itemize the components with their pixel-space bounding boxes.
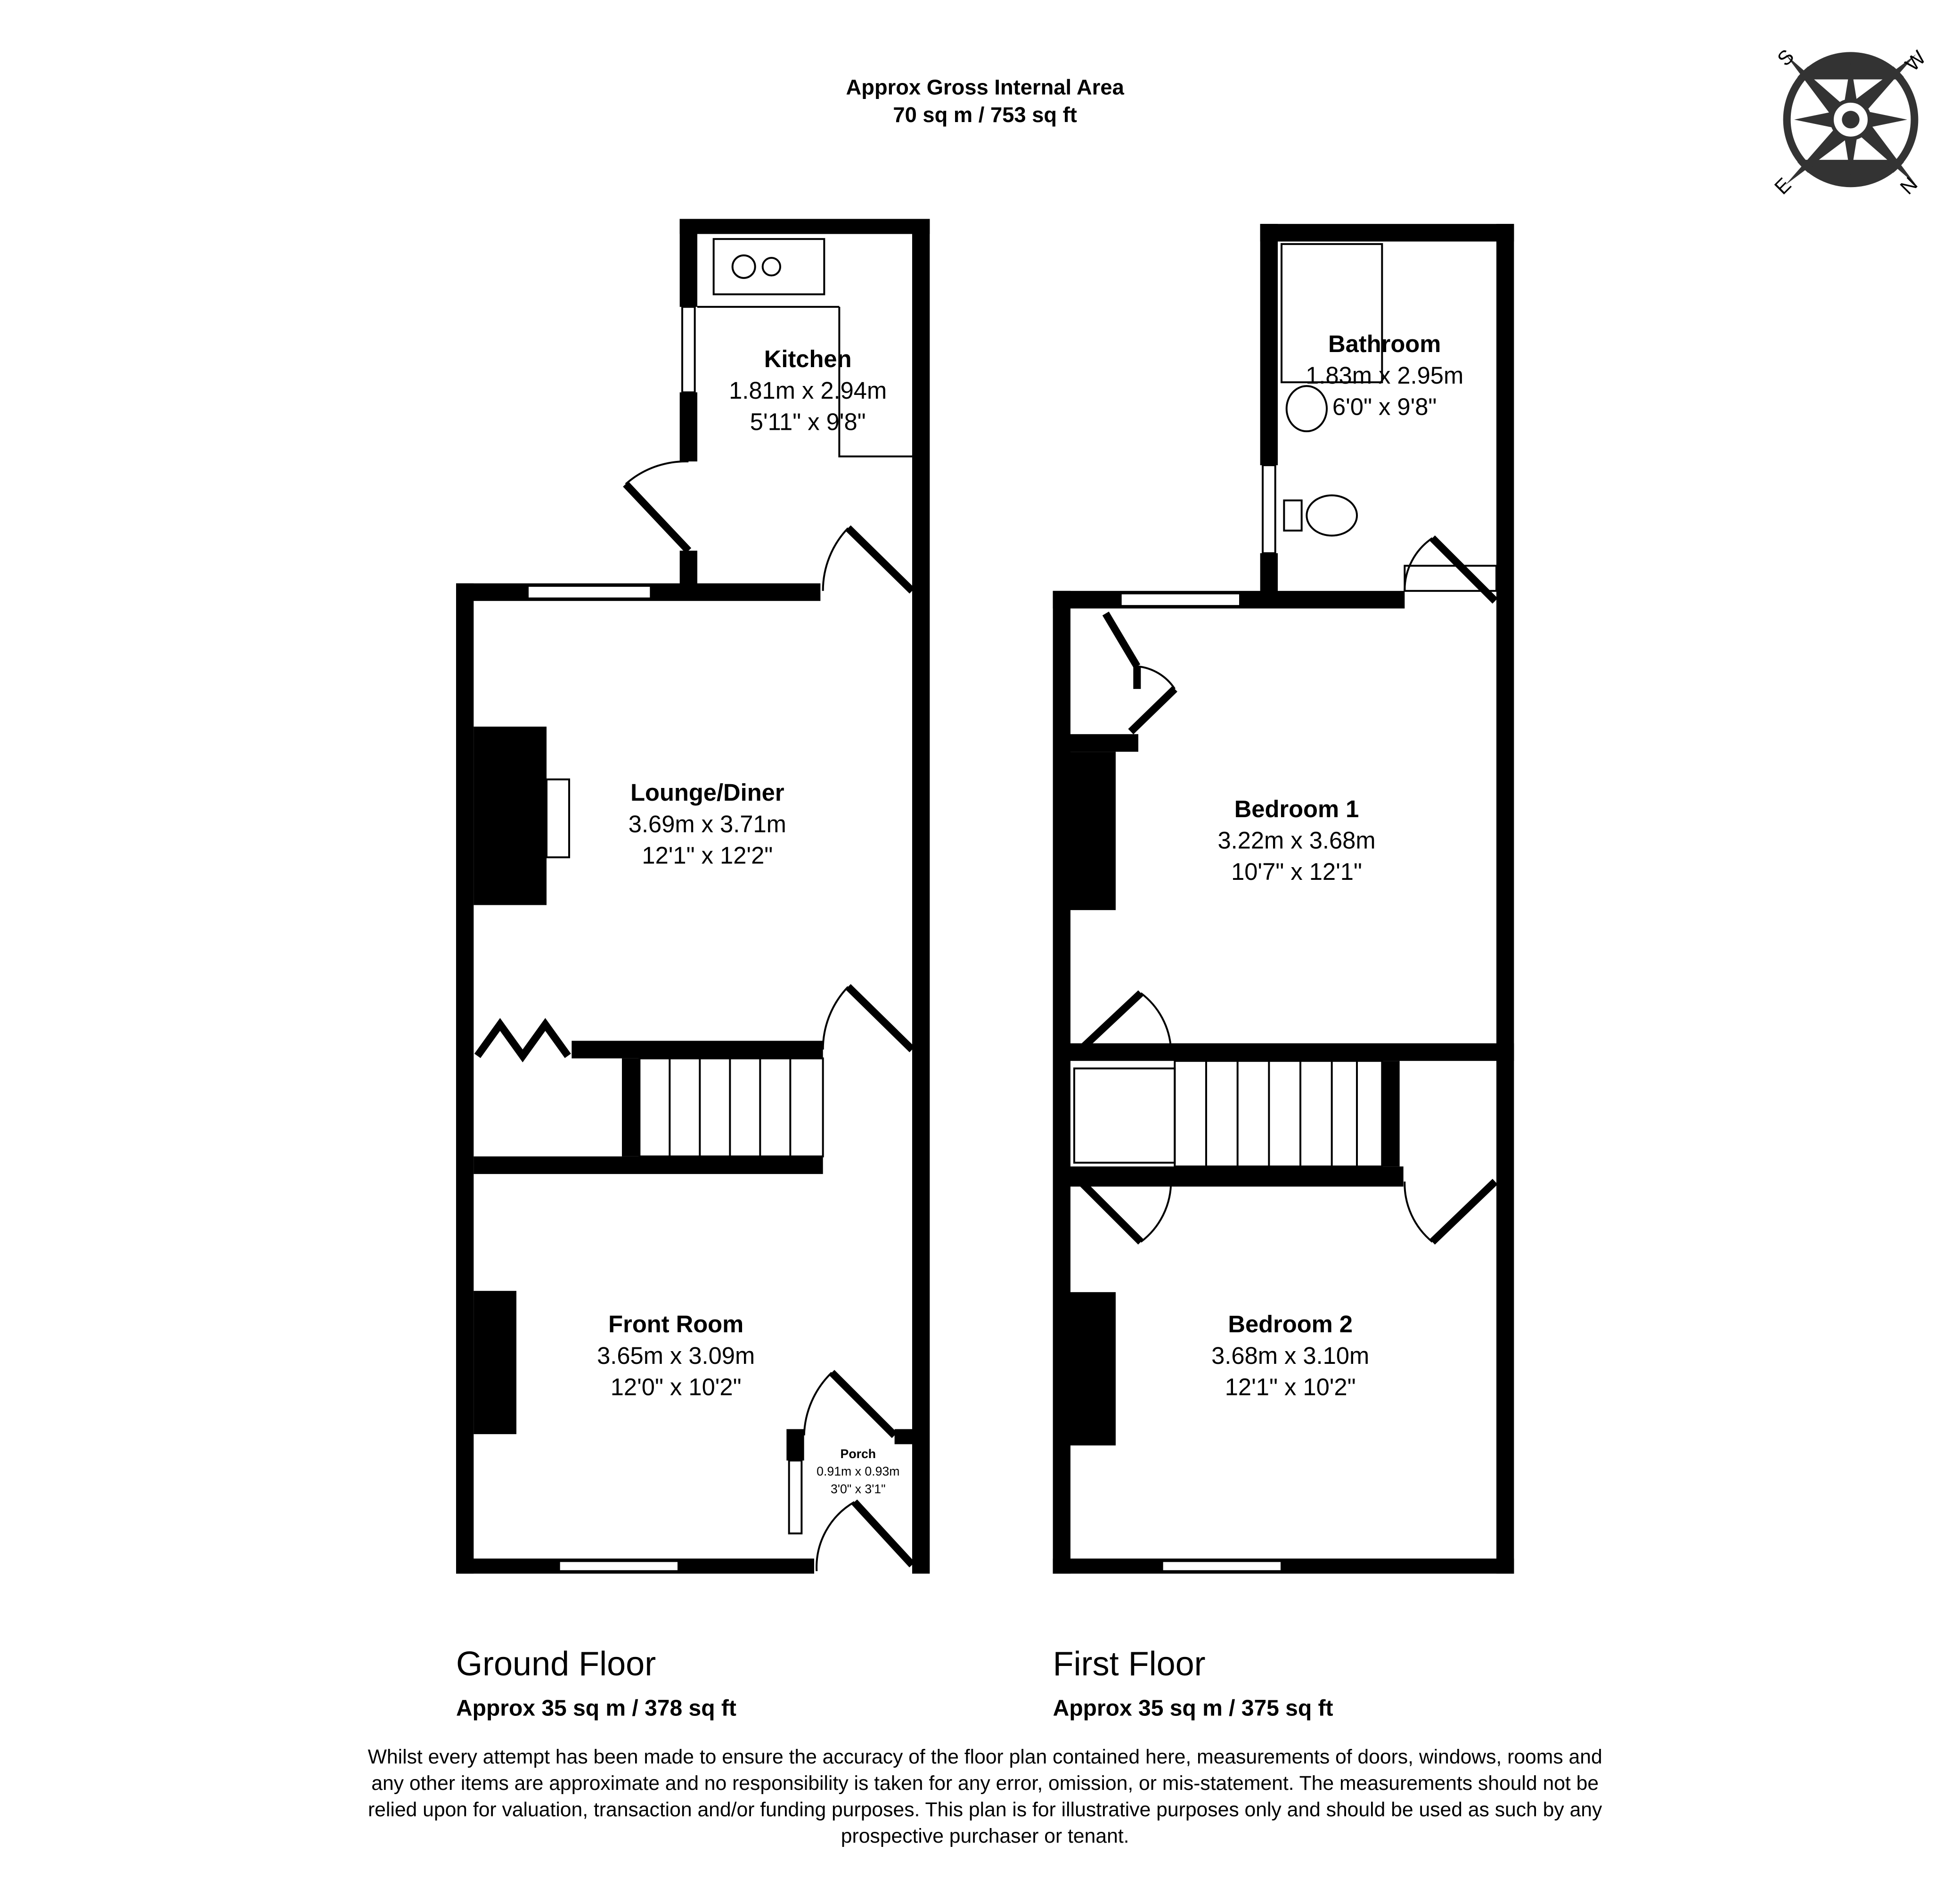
svg-text:3.65m x 3.09m: 3.65m x 3.09m <box>597 1342 755 1369</box>
compass-w: W <box>1901 46 1930 76</box>
svg-text:Bedroom 2: Bedroom 2 <box>1228 1311 1353 1337</box>
area-title: Approx Gross Internal Area <box>846 75 1125 99</box>
svg-text:5'11" x 9'8": 5'11" x 9'8" <box>750 409 866 435</box>
svg-text:3.22m x 3.68m: 3.22m x 3.68m <box>1217 827 1375 854</box>
svg-text:3'0" x 3'1": 3'0" x 3'1" <box>831 1482 886 1496</box>
svg-text:12'1" x 10'2": 12'1" x 10'2" <box>1225 1374 1356 1401</box>
svg-text:1.81m x 2.94m: 1.81m x 2.94m <box>729 377 887 404</box>
disclaimer: Whilst every attempt has been made to en… <box>368 1746 1602 1847</box>
svg-text:12'0" x 10'2": 12'0" x 10'2" <box>611 1374 742 1401</box>
room-label-bedroom-2: Bedroom 2 3.68m x 3.10m 12'1" x 10'2" <box>1211 1311 1369 1400</box>
svg-text:Bathroom: Bathroom <box>1328 330 1441 357</box>
svg-text:Kitchen: Kitchen <box>764 345 852 372</box>
svg-text:0.91m x 0.93m: 0.91m x 0.93m <box>817 1464 899 1478</box>
svg-text:Whilst every attempt has been: Whilst every attempt has been made to en… <box>368 1746 1602 1768</box>
first-floor-walls <box>1053 224 1514 1574</box>
svg-text:Bedroom 1: Bedroom 1 <box>1234 795 1359 822</box>
room-label-lounge-diner: Lounge/Diner 3.69m x 3.71m 12'1" x 12'2" <box>629 779 786 869</box>
room-label-bedroom-1: Bedroom 1 3.22m x 3.68m 10'7" x 12'1" <box>1217 795 1375 885</box>
room-label-kitchen: Kitchen 1.81m x 2.94m 5'11" x 9'8" <box>729 345 887 435</box>
compass-icon: S W N E <box>1770 45 1930 199</box>
compass-n: N <box>1896 172 1922 199</box>
svg-text:relied upon for valuation, tra: relied upon for valuation, transaction a… <box>368 1798 1602 1821</box>
svg-text:any other items are approximat: any other items are approximate and no r… <box>371 1772 1599 1795</box>
first-floor-title: First Floor <box>1053 1645 1206 1683</box>
ground-floor-walls <box>456 219 930 1574</box>
svg-text:1.83m x 2.95m: 1.83m x 2.95m <box>1306 362 1463 389</box>
svg-text:Front Room: Front Room <box>608 1311 743 1337</box>
svg-text:3.69m x 3.71m: 3.69m x 3.71m <box>629 811 786 837</box>
svg-text:Porch: Porch <box>841 1447 876 1461</box>
svg-text:Lounge/Diner: Lounge/Diner <box>630 779 784 806</box>
room-label-bathroom: Bathroom 1.83m x 2.95m 6'0" x 9'8" <box>1306 330 1463 420</box>
ground-floor-title: Ground Floor <box>456 1645 656 1683</box>
room-label-front-room: Front Room 3.65m x 3.09m 12'0" x 10'2" <box>597 1311 755 1400</box>
svg-text:prospective purchaser or tenan: prospective purchaser or tenant. <box>841 1825 1129 1847</box>
compass-e: E <box>1770 173 1796 199</box>
first-floor-area: Approx 35 sq m / 375 sq ft <box>1053 1696 1333 1721</box>
svg-text:6'0" x 9'8": 6'0" x 9'8" <box>1332 394 1437 420</box>
area-total: 70 sq m / 753 sq ft <box>893 103 1077 127</box>
room-label-porch: Porch 0.91m x 0.93m 3'0" x 3'1" <box>817 1447 899 1496</box>
svg-text:12'1" x 12'2": 12'1" x 12'2" <box>642 842 773 869</box>
ground-floor-area: Approx 35 sq m / 378 sq ft <box>456 1696 736 1721</box>
svg-text:3.68m x 3.10m: 3.68m x 3.10m <box>1211 1342 1369 1369</box>
svg-text:10'7" x 12'1": 10'7" x 12'1" <box>1231 858 1362 885</box>
